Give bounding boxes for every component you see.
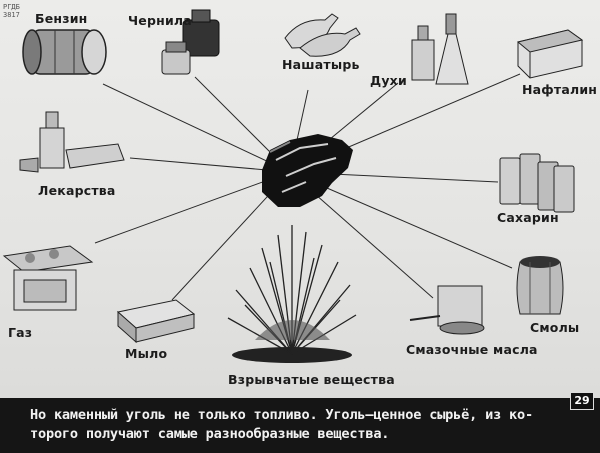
label-gaz: Газ <box>8 325 33 340</box>
medicine-bottle-icon <box>19 111 125 173</box>
oil-can-icon <box>409 285 485 335</box>
archive-stamp: РГДБ 3817 <box>3 3 20 19</box>
connector-gaz <box>94 171 291 244</box>
label-smoly: Смолы <box>530 320 580 335</box>
diagram-canvas <box>2 9 584 363</box>
caption-line-1: Но каменный уголь не только топливо. Уго… <box>30 407 534 423</box>
connector-benzin <box>102 83 291 173</box>
label-sakharin: Сахарин <box>497 210 559 225</box>
label-vzryvchatye: Взрывчатые вещества <box>228 372 395 387</box>
barrel-icon <box>22 29 107 75</box>
label-nashatyr: Нашатырь <box>282 57 360 72</box>
soap-bar-icon <box>116 299 196 344</box>
inkwell-icon <box>161 9 220 75</box>
caption: Но каменный уголь не только топливо. Уго… <box>30 406 585 444</box>
label-benzin: Бензин <box>35 11 88 26</box>
label-smazochnye: Смазочные масла <box>406 342 538 357</box>
label-chernila: Чернила <box>128 13 192 28</box>
ampoules-icon <box>284 13 361 57</box>
jars-icon <box>499 153 575 213</box>
box-icon <box>516 29 584 79</box>
coal-lump-icon <box>262 134 353 207</box>
label-lekarstva: Лекарства <box>38 183 116 198</box>
explosion-icon <box>227 225 357 363</box>
wooden-barrel-icon <box>516 256 564 315</box>
caption-line-2: торого получают самые разнообразные веще… <box>30 426 390 442</box>
gas-stove-icon <box>2 245 94 311</box>
label-naftalin: Нафталин <box>522 82 598 97</box>
label-dukhi: Духи <box>370 73 407 88</box>
frame-number: 29 <box>570 392 594 410</box>
illustration-panel: РГДБ 3817 Бензин Чернила Нашатырь Духи Н… <box>0 0 600 398</box>
label-mylo: Мыло <box>125 346 168 361</box>
perfume-bottles-icon <box>411 13 469 85</box>
